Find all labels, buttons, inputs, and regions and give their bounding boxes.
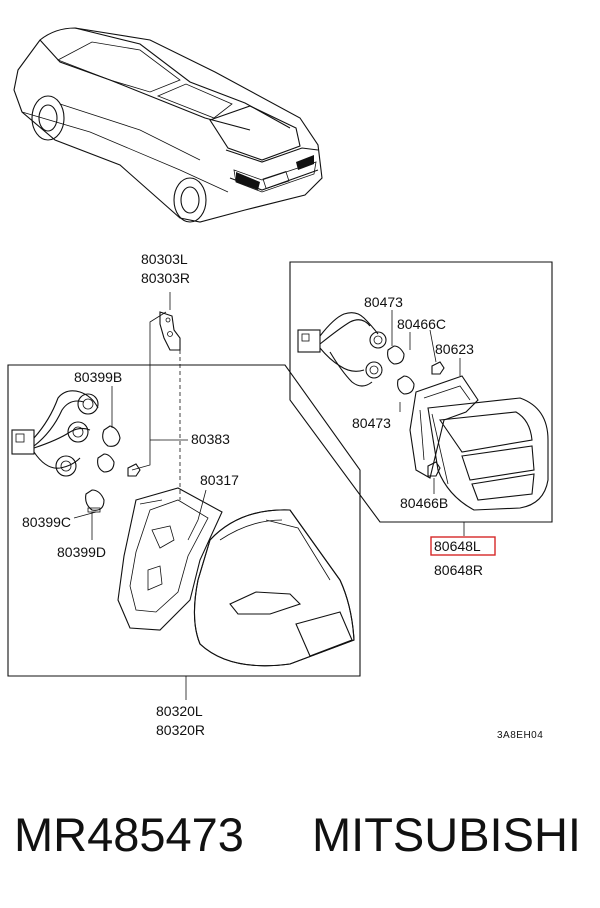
label-80320l: 80320L xyxy=(156,703,203,719)
label-80303r: 80303R xyxy=(141,270,190,286)
nut-80466c xyxy=(431,361,445,375)
car-illustration xyxy=(13,27,323,223)
label-80648l: 80648L xyxy=(434,538,481,554)
wiring-harness-right xyxy=(297,312,387,387)
nut-80383 xyxy=(127,463,141,477)
outer-lamp-group: 80303L 80303R 80399B 80383 80317 80399C … xyxy=(7,251,361,738)
gasket-80317 xyxy=(117,487,223,631)
label-80399d: 80399D xyxy=(57,544,106,560)
bulb-80399c xyxy=(97,453,115,473)
label-80399c: 80399C xyxy=(22,514,71,530)
highlight-box xyxy=(430,536,496,556)
footer: MR485473 MITSUBISHI xyxy=(0,800,600,880)
tail-lamp-80320 xyxy=(193,509,355,667)
label-80466c: 80466C xyxy=(397,316,446,332)
diagram-code: 3A8EH04 xyxy=(497,730,543,741)
wiring-harness-left xyxy=(11,390,99,477)
bulb-80399b xyxy=(102,425,121,447)
label-80317: 80317 xyxy=(200,472,239,488)
bulb-80473-lower xyxy=(397,375,415,395)
bulb-80399d xyxy=(85,489,105,513)
label-80303l: 80303L xyxy=(141,251,188,267)
parts-diagram: 80303L 80303R 80399B 80383 80317 80399C … xyxy=(7,27,553,741)
label-80320r: 80320R xyxy=(156,722,205,738)
label-80399b: 80399B xyxy=(74,369,122,385)
nut-80466b xyxy=(427,461,441,477)
bracket-80303 xyxy=(159,311,181,351)
label-80623: 80623 xyxy=(435,341,474,357)
label-80473-upper: 80473 xyxy=(364,294,403,310)
inner-lamp-80648 xyxy=(427,397,549,511)
part-number: MR485473 xyxy=(14,808,244,861)
inner-lamp-group: 80473 80466C 80623 80473 80466B 80648L 8… xyxy=(289,261,553,578)
gasket-80623 xyxy=(409,375,479,479)
label-80466b: 80466B xyxy=(400,495,448,511)
label-80648r: 80648R xyxy=(434,562,483,578)
brand-name: MITSUBISHI xyxy=(312,808,581,861)
label-80383: 80383 xyxy=(191,431,230,447)
bulb-80473-upper xyxy=(387,345,405,365)
label-80473-lower: 80473 xyxy=(352,415,391,431)
